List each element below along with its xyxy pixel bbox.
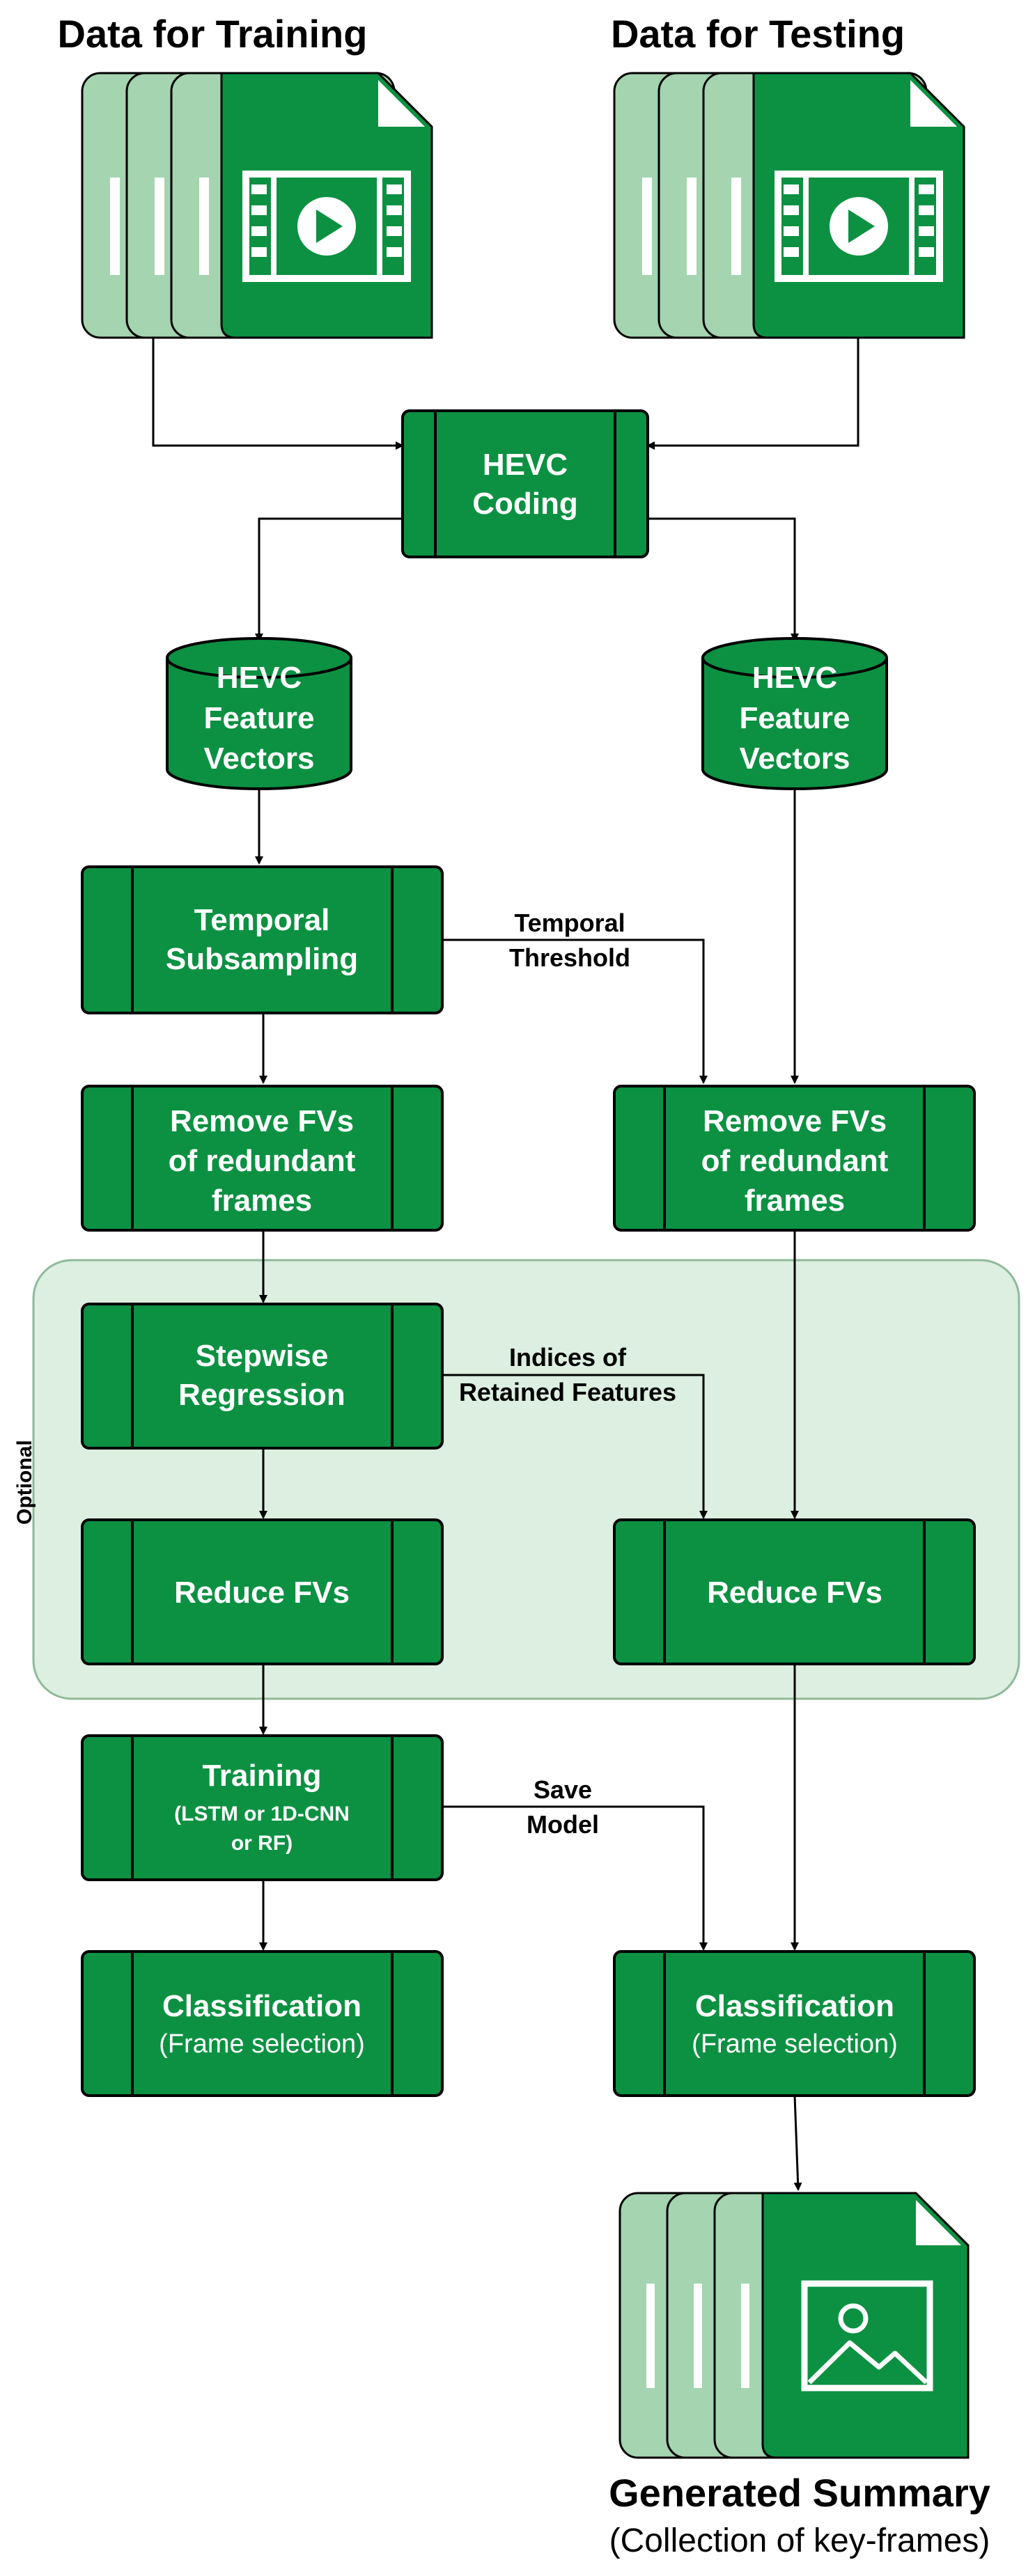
svg-text:Classification: Classification (695, 1989, 894, 2023)
label-save-model-2: Model (527, 1810, 599, 1839)
edge-train-to-hevc (152, 338, 404, 450)
fv-left-database: HEVC Feature Vectors (166, 637, 352, 790)
header-training: Data for Training (58, 12, 368, 56)
svg-text:(Frame selection): (Frame selection) (159, 2029, 365, 2059)
stepwise-regression-box: Stepwise Regression (81, 1303, 444, 1450)
svg-text:HEVC: HEVC (217, 661, 302, 695)
svg-text:Classification: Classification (162, 1989, 361, 2023)
svg-text:of redundant: of redundant (701, 1144, 889, 1178)
connectors (152, 338, 859, 2191)
label-temporal-threshold-1: Temporal (514, 909, 625, 937)
svg-text:(LSTM or 1D-CNN: (LSTM or 1D-CNN (174, 1803, 350, 1825)
label-temporal-threshold-2: Threshold (509, 943, 630, 972)
reduce-fvs-left-box: Reduce FVs (81, 1518, 444, 1665)
reduce-fvs-right-box: Reduce FVs (613, 1518, 976, 1665)
svg-text:Vectors: Vectors (740, 741, 850, 776)
label-indices-1: Indices of (509, 1343, 627, 1372)
label-indices-2: Retained Features (459, 1378, 676, 1406)
classification-left-box: Classification (Frame selection) (81, 1950, 444, 2097)
svg-text:Remove FVs: Remove FVs (170, 1104, 354, 1138)
header-testing: Data for Testing (611, 12, 905, 56)
svg-text:of redundant: of redundant (169, 1144, 356, 1178)
svg-text:HEVC: HEVC (483, 448, 568, 482)
edge-save-model (442, 1805, 708, 1951)
footer-title: Generated Summary (609, 2471, 990, 2515)
film-play-icon (242, 171, 411, 282)
svg-text:(Frame selection): (Frame selection) (692, 2029, 898, 2059)
fv-right-database: HEVC Feature Vectors (701, 637, 888, 790)
training-video-files-icon (81, 72, 433, 339)
edge-hevc-to-fv-right (648, 517, 799, 642)
optional-label: Optional (13, 1440, 36, 1525)
edge-temporal-threshold (442, 938, 708, 1084)
testing-video-files-icon (613, 72, 965, 339)
svg-text:Regression: Regression (178, 1378, 345, 1412)
svg-text:frames: frames (212, 1184, 312, 1218)
svg-text:Subsampling: Subsampling (166, 942, 358, 976)
svg-text:Reduce FVs: Reduce FVs (174, 1576, 350, 1610)
training-box: Training (LSTM or 1D-CNN or RF) (81, 1734, 444, 1881)
edge-class-to-summary (793, 2095, 802, 2191)
label-save-model-1: Save (534, 1775, 592, 1804)
svg-text:frames: frames (745, 1184, 845, 1218)
svg-text:Stepwise: Stepwise (196, 1339, 329, 1373)
classification-right-box: Classification (Frame selection) (613, 1950, 976, 2097)
svg-text:Feature: Feature (204, 701, 315, 735)
svg-text:Feature: Feature (740, 701, 850, 735)
remove-fvs-right-box: Remove FVs of redundant frames (613, 1085, 976, 1232)
summary-image-files-icon (618, 2192, 970, 2459)
edge-indices (442, 1374, 708, 1519)
edge-test-to-hevc (646, 338, 859, 450)
svg-text:Coding: Coding (472, 487, 578, 521)
svg-text:Training: Training (202, 1759, 321, 1793)
footer-subtitle: (Collection of key-frames) (609, 2522, 990, 2559)
svg-text:Temporal: Temporal (194, 903, 330, 937)
edge-hevc-to-fv-left (255, 517, 403, 642)
svg-text:Reduce FVs: Reduce FVs (707, 1576, 882, 1610)
film-play-icon (775, 171, 943, 282)
svg-text:Vectors: Vectors (204, 741, 315, 776)
svg-text:or RF): or RF) (231, 1832, 293, 1855)
hevc-coding-box: HEVC Coding (401, 409, 649, 558)
temporal-subsampling-box: Temporal Subsampling (81, 865, 444, 1014)
remove-fvs-left-box: Remove FVs of redundant frames (81, 1085, 444, 1232)
picture-icon (801, 2280, 933, 2392)
svg-text:HEVC: HEVC (752, 661, 837, 695)
svg-text:Remove FVs: Remove FVs (703, 1104, 887, 1138)
